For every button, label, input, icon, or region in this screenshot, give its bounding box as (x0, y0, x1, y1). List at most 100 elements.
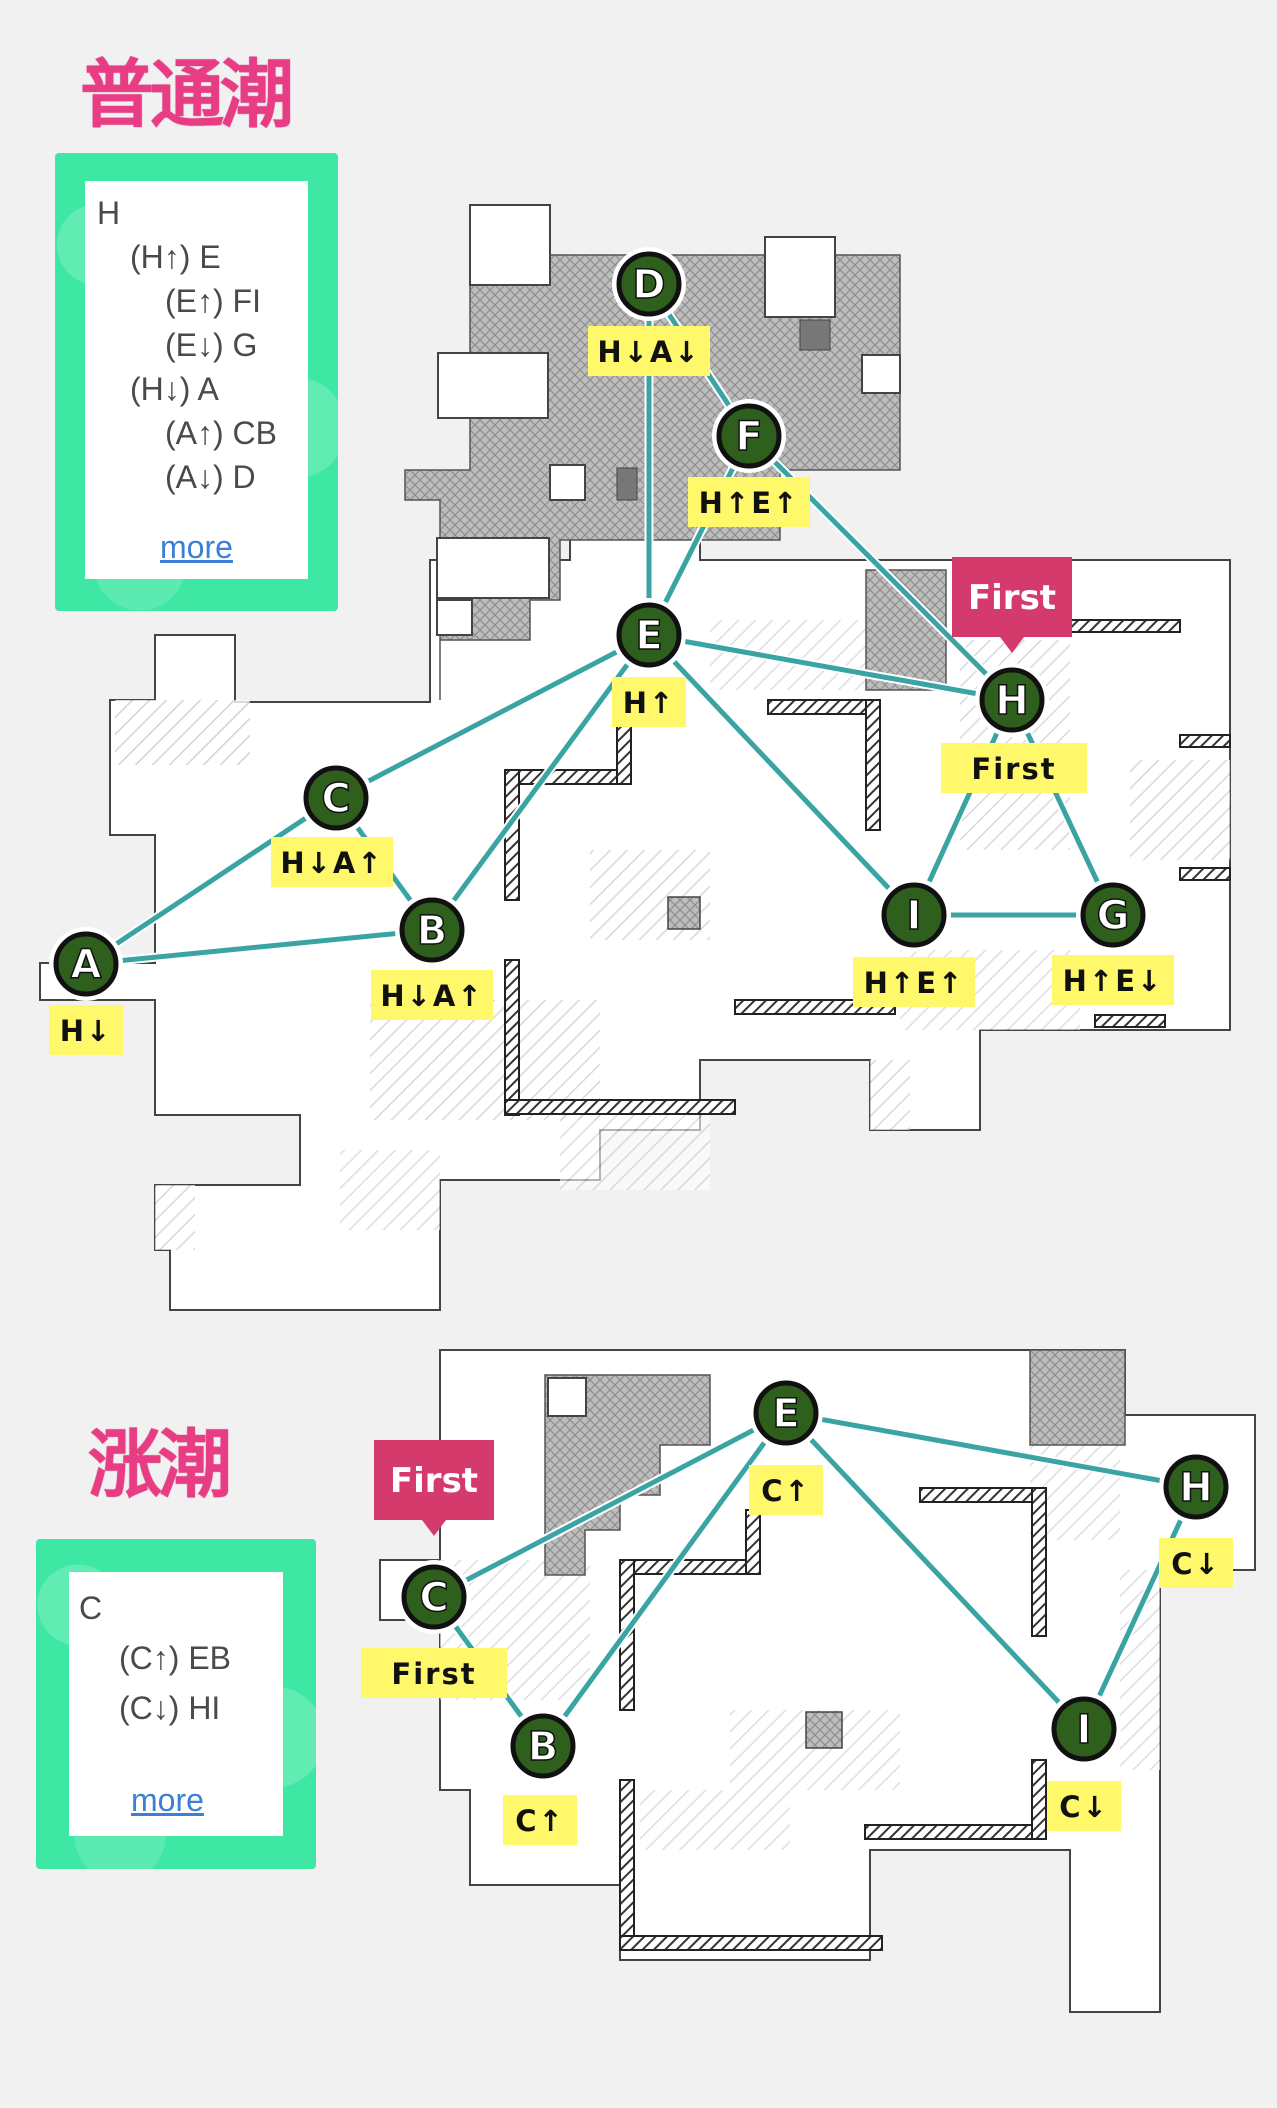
edge-H-I (1081, 1485, 1199, 1731)
node-label: First (391, 1657, 476, 1691)
node-label-bg (588, 326, 710, 376)
edge-H-I (911, 698, 1015, 917)
node-label: H↑ (623, 686, 676, 720)
tree-line: (C↓) HI (119, 1690, 221, 1726)
map1-crate (667, 896, 701, 930)
tree-line: (E↓) G (165, 327, 258, 363)
node-label: H↓A↓ (597, 335, 700, 369)
node-label-bg (688, 477, 810, 527)
first-badge-pointer (422, 1520, 446, 1536)
node-letter: C (419, 1575, 448, 1621)
node-label-bg (853, 957, 975, 1007)
tree-line: C (79, 1590, 103, 1626)
edge-C-A (84, 795, 338, 967)
first-badge-label: First (390, 1461, 478, 1501)
edge-H-G (1009, 698, 1116, 917)
node-letter: G (1097, 893, 1130, 939)
first-badge-box (374, 1440, 494, 1520)
node-label: H↓ (60, 1014, 113, 1048)
map2-route-panel: C (C↑) EB (C↓) HI more (36, 1539, 316, 1869)
tree-line: (H↑) E (130, 239, 221, 275)
node-label-bg (941, 743, 1087, 793)
node-label-bg (503, 1795, 577, 1845)
node-b[interactable]: BH↓A↑ (371, 893, 493, 1020)
node-circle (616, 251, 682, 317)
node-letter: B (528, 1724, 559, 1770)
node-g[interactable]: G H↑E↓ (1052, 878, 1174, 1005)
node-letter: E (635, 613, 662, 659)
node-letter: E (772, 1391, 799, 1437)
node-circle (881, 882, 947, 948)
node-i[interactable]: I H↑E↑ (853, 878, 975, 1007)
node-label-bg (749, 1465, 823, 1515)
node-d[interactable]: D H↓A↓ (588, 247, 710, 376)
node-c[interactable]: C First (361, 1560, 507, 1698)
node-circle (303, 765, 369, 831)
node-a[interactable]: AH↓ (49, 927, 123, 1055)
node-label-bg (271, 837, 393, 887)
node-circle (399, 897, 465, 963)
map1-title: 普通潮 (80, 52, 294, 138)
edge-E-C (334, 632, 651, 801)
node-label: C↑ (761, 1474, 811, 1508)
node-label-bg (1052, 955, 1174, 1005)
edge-E-H (648, 632, 1013, 703)
node-label-bg (1047, 1781, 1121, 1831)
edge-A-B (85, 927, 433, 967)
node-circle (1163, 1454, 1229, 1520)
node-circle (510, 1713, 576, 1779)
node-label: C↓ (1171, 1547, 1221, 1581)
tree-line: (C↑) EB (119, 1640, 231, 1676)
node-i[interactable]: IC↓ (1047, 1692, 1121, 1831)
node-letter: I (1077, 1707, 1092, 1753)
node-f[interactable]: FH↑E↑ (688, 399, 810, 527)
first-badge: First (374, 1440, 494, 1536)
node-letter: F (735, 414, 762, 460)
node-label: H↑E↑ (864, 966, 965, 1000)
node-letter: B (417, 908, 448, 954)
tree-line: (A↓) D (165, 459, 256, 495)
first-badge-label: First (968, 578, 1056, 618)
node-h[interactable]: H C↓ (1159, 1450, 1233, 1588)
node-circle (979, 667, 1045, 733)
node-e[interactable]: E H↑ (612, 598, 686, 727)
edge-F-E (646, 434, 752, 637)
node-letter: D (632, 262, 665, 308)
map1-nodes: DH↓A↓FH↑E↑EH↑HFirstCH↓A↑BH↓A↑AH↓IH↑E↑GH↑… (49, 247, 1174, 1055)
node-label-bg (612, 677, 686, 727)
tree-line: (E↑) FI (165, 283, 261, 319)
node-circle (1080, 882, 1146, 948)
node-e[interactable]: E C↑ (749, 1376, 823, 1515)
node-label: H↑E↓ (1063, 964, 1164, 998)
map2-walls (619, 1487, 1047, 1951)
map2-route-tree: C (C↑) EB (C↓) HI more (69, 1572, 283, 1836)
first-badge-pointer (1000, 637, 1024, 653)
node-letter: C (321, 776, 350, 822)
edge-E-C (432, 1410, 788, 1600)
more-link[interactable]: more (160, 529, 233, 565)
node-label-bg (371, 970, 493, 1020)
edge-E-B (540, 1411, 789, 1748)
node-letter: H (995, 678, 1028, 724)
edge-E-I (784, 1411, 1086, 1731)
node-circle (716, 403, 782, 469)
map2-crate (805, 1711, 843, 1749)
node-label: C↑ (515, 1804, 565, 1838)
node-c[interactable]: C H↓A↑ (271, 761, 393, 887)
edge-E-I (647, 633, 916, 917)
map1-diagram: DH↓A↓FH↑E↑EH↑HFirstCH↓A↑BH↓A↑AH↓IH↑E↑GH↑… (39, 204, 1231, 1311)
node-b[interactable]: B C↑ (503, 1709, 580, 1845)
node-circle (1051, 1696, 1117, 1762)
node-letter: H (1179, 1465, 1212, 1511)
node-label: H↓A↑ (280, 846, 383, 880)
edge-E-H (785, 1410, 1197, 1490)
node-circle (753, 1380, 819, 1446)
more-link[interactable]: more (131, 1782, 204, 1818)
tree-line: (A↑) CB (165, 415, 277, 451)
node-label-bg (361, 1648, 507, 1698)
node-circle (616, 602, 682, 668)
node-letter: I (907, 893, 922, 939)
